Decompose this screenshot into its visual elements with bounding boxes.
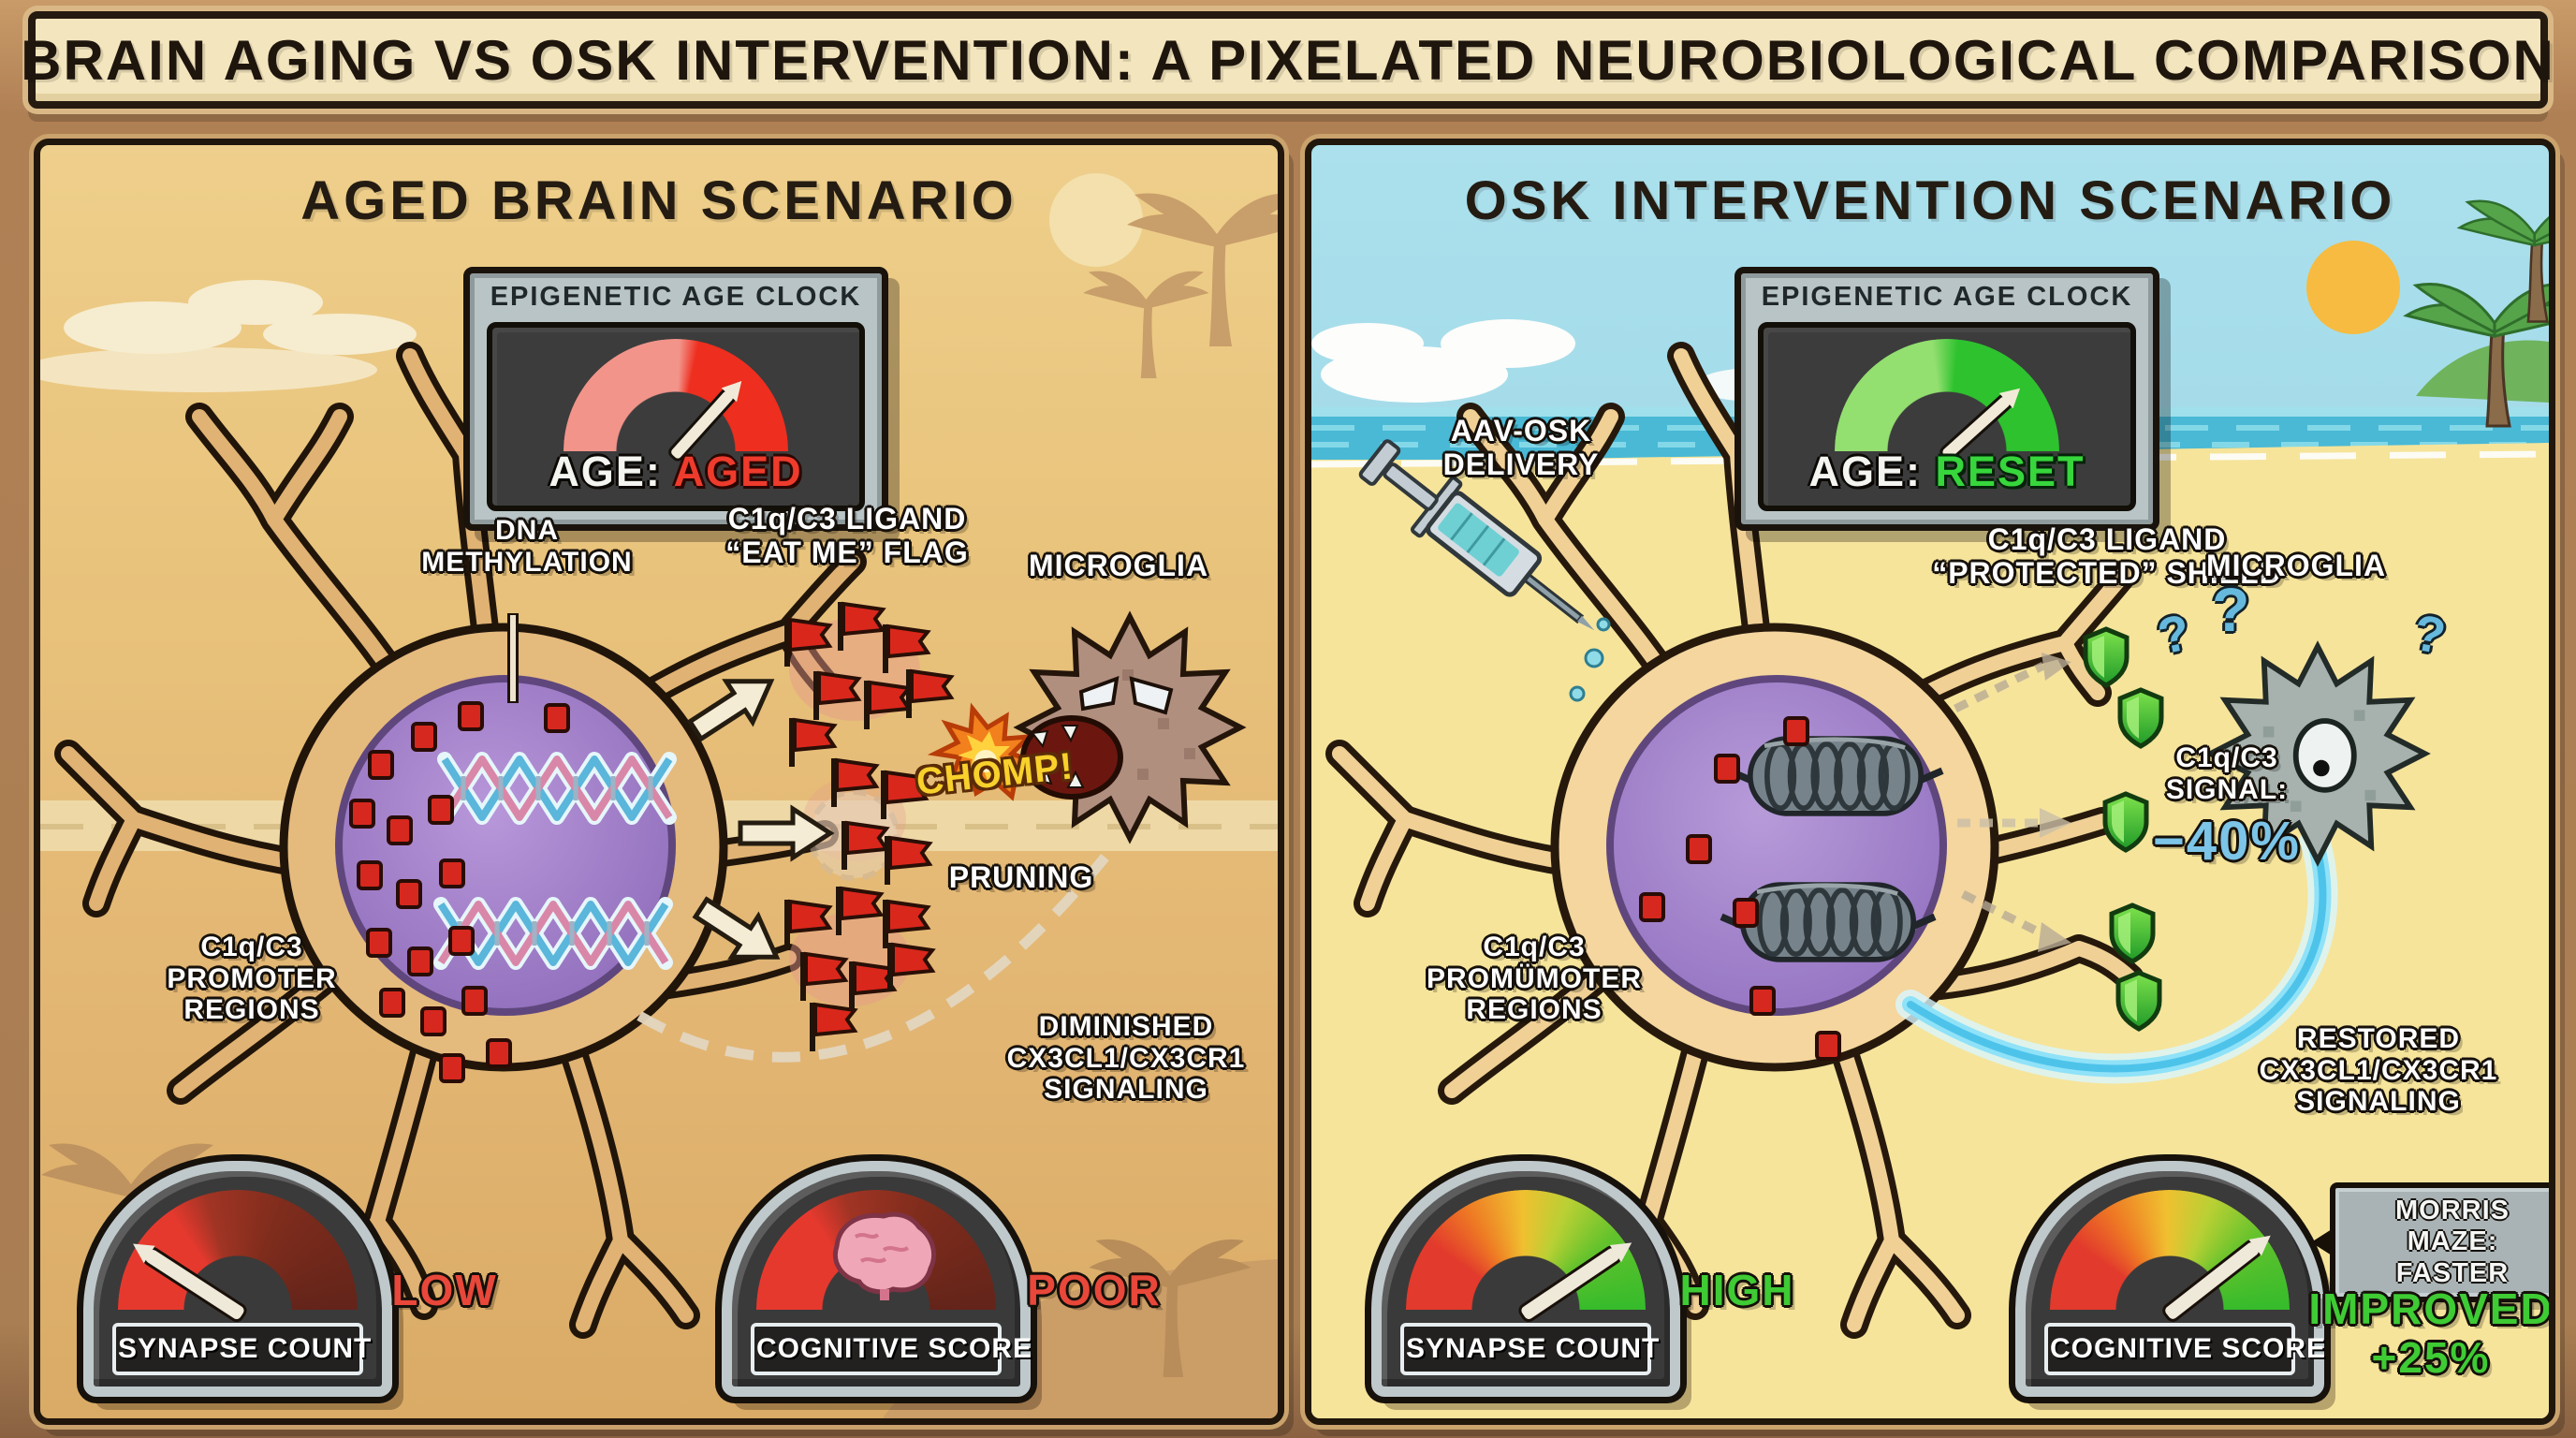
sun-icon — [2306, 241, 2400, 334]
signal-label: C1q/C3 SIGNAL: — [2165, 742, 2289, 805]
dna-helix-icon — [433, 752, 677, 970]
methylation-marks-sparse — [1639, 716, 1841, 1061]
morris-maze-badge: MORRIS MAZE: FASTER — [2311, 1182, 2549, 1303]
page-title: BRAIN AGING VS OSK INTERVENTION: A PIXEL… — [21, 28, 2555, 92]
right-panel-title: OSK INTERVENTION SCENARIO — [1464, 170, 2396, 231]
promoter-regions-label: C1q/C3 PROMÜMOTER REGIONS — [1427, 932, 1642, 1026]
cognitive-value: POOR — [1027, 1266, 1162, 1314]
cognitive-score-gauge: COGNITIVE SCORE — [722, 1161, 1032, 1397]
synapse-value: LOW — [391, 1266, 498, 1314]
promoter-regions-label: C1q/C3 PROMOTER REGIONS — [167, 932, 337, 1026]
age-value: RESET — [1935, 448, 2086, 495]
aav-delivery-label: AAV-OSK DELIVERY — [1442, 414, 1600, 481]
microglia-calm-icon — [2204, 640, 2431, 867]
pupil — [2313, 759, 2330, 777]
methylation-marks — [349, 701, 570, 1083]
grass-mound — [2416, 340, 2549, 403]
osk-intervention-panel: OSK INTERVENTION SCENARIO EPIGENETIC AGE… — [1305, 139, 2555, 1425]
clock-screen: AGE: AGED — [487, 322, 865, 511]
eye — [2292, 718, 2357, 793]
angry-eye — [1078, 675, 1120, 712]
diminished-signaling-label: DIMINISHED CX3CL1/CX3CR1 SIGNALING — [1006, 1011, 1246, 1106]
age-label: AGE: — [1808, 448, 1922, 495]
sun-icon — [1049, 173, 1143, 267]
restored-signaling-label: RESTORED CX3CL1/CX3CR1 SIGNALING — [2259, 1023, 2498, 1118]
cognitive-value: IMPROVED +25% — [2308, 1284, 2554, 1382]
osk-intervention-art — [1311, 199, 2549, 1418]
age-label: AGE: — [549, 448, 662, 495]
clock-age-readout: AGE: RESET — [1764, 448, 2130, 496]
microglia-label: MICROGLIA — [1028, 549, 1209, 582]
gauge-label: COGNITIVE SCORE — [751, 1323, 1032, 1375]
synapse-value: HIGH — [1679, 1266, 1795, 1314]
age-value: AGED — [673, 448, 803, 495]
synapse-count-gauge: SYNAPSE COUNT — [1371, 1161, 1680, 1397]
aav-droplets — [1569, 617, 1611, 702]
synapse-count-gauge: SYNAPSE COUNT — [83, 1161, 392, 1397]
aged-brain-panel: AGED BRAIN SCENARIO EPIGENETIC AGE CLOCK… — [34, 139, 1284, 1425]
clock-title: EPIGENETIC AGE CLOCK — [1761, 282, 2133, 312]
pruning-label: PRUNING — [948, 860, 1094, 894]
signal-value: −40% — [2153, 811, 2301, 872]
question-mark: ? — [2212, 575, 2250, 644]
clock-title: EPIGENETIC AGE CLOCK — [490, 282, 862, 312]
explosion-icon — [927, 702, 1048, 801]
angry-eye — [1129, 676, 1174, 715]
epigenetic-clock-reset: EPIGENETIC AGE CLOCK AGE: RESET — [1734, 267, 2159, 531]
left-panel-title: AGED BRAIN SCENARIO — [300, 170, 1017, 231]
clock-screen: AGE: RESET — [1758, 322, 2136, 511]
blocked-signal-arrows — [1954, 653, 2071, 952]
dendrites — [61, 348, 860, 1332]
clock-age-readout: AGE: AGED — [492, 448, 859, 496]
syringe-icon — [1358, 439, 1595, 631]
protected-shield-label: C1q/C3 LIGAND “PROTECTED” SHIELD — [1932, 522, 2282, 590]
gauge-label: SYNAPSE COUNT — [112, 1323, 371, 1375]
gauge-label: COGNITIVE SCORE — [2044, 1323, 2325, 1375]
microglia-label: MICROGLIA — [2205, 549, 2387, 582]
diminished-signal-arc — [637, 839, 1121, 1063]
restored-signal-beam — [1895, 825, 2338, 1084]
title-banner: BRAIN AGING VS OSK INTERVENTION: A PIXEL… — [21, 11, 2554, 109]
eat-me-flag-clusters — [783, 600, 953, 1053]
clock-gauge-arc — [564, 339, 788, 451]
epigenetic-clock-aged: EPIGENETIC AGE CLOCK AGE: AGED — [463, 267, 888, 531]
cognitive-score-gauge: COGNITIVE SCORE — [2015, 1161, 2325, 1397]
gauge-label: SYNAPSE COUNT — [1400, 1323, 1659, 1375]
dna-methylation-label: DNA METHYLATION — [421, 515, 633, 578]
eat-me-flag-label: C1q/C3 LIGAND “EAT ME” FLAG — [725, 502, 969, 569]
microglia-angry-icon — [1013, 610, 1247, 844]
brain-icon — [833, 1211, 936, 1300]
dendrites — [1332, 348, 2138, 1332]
